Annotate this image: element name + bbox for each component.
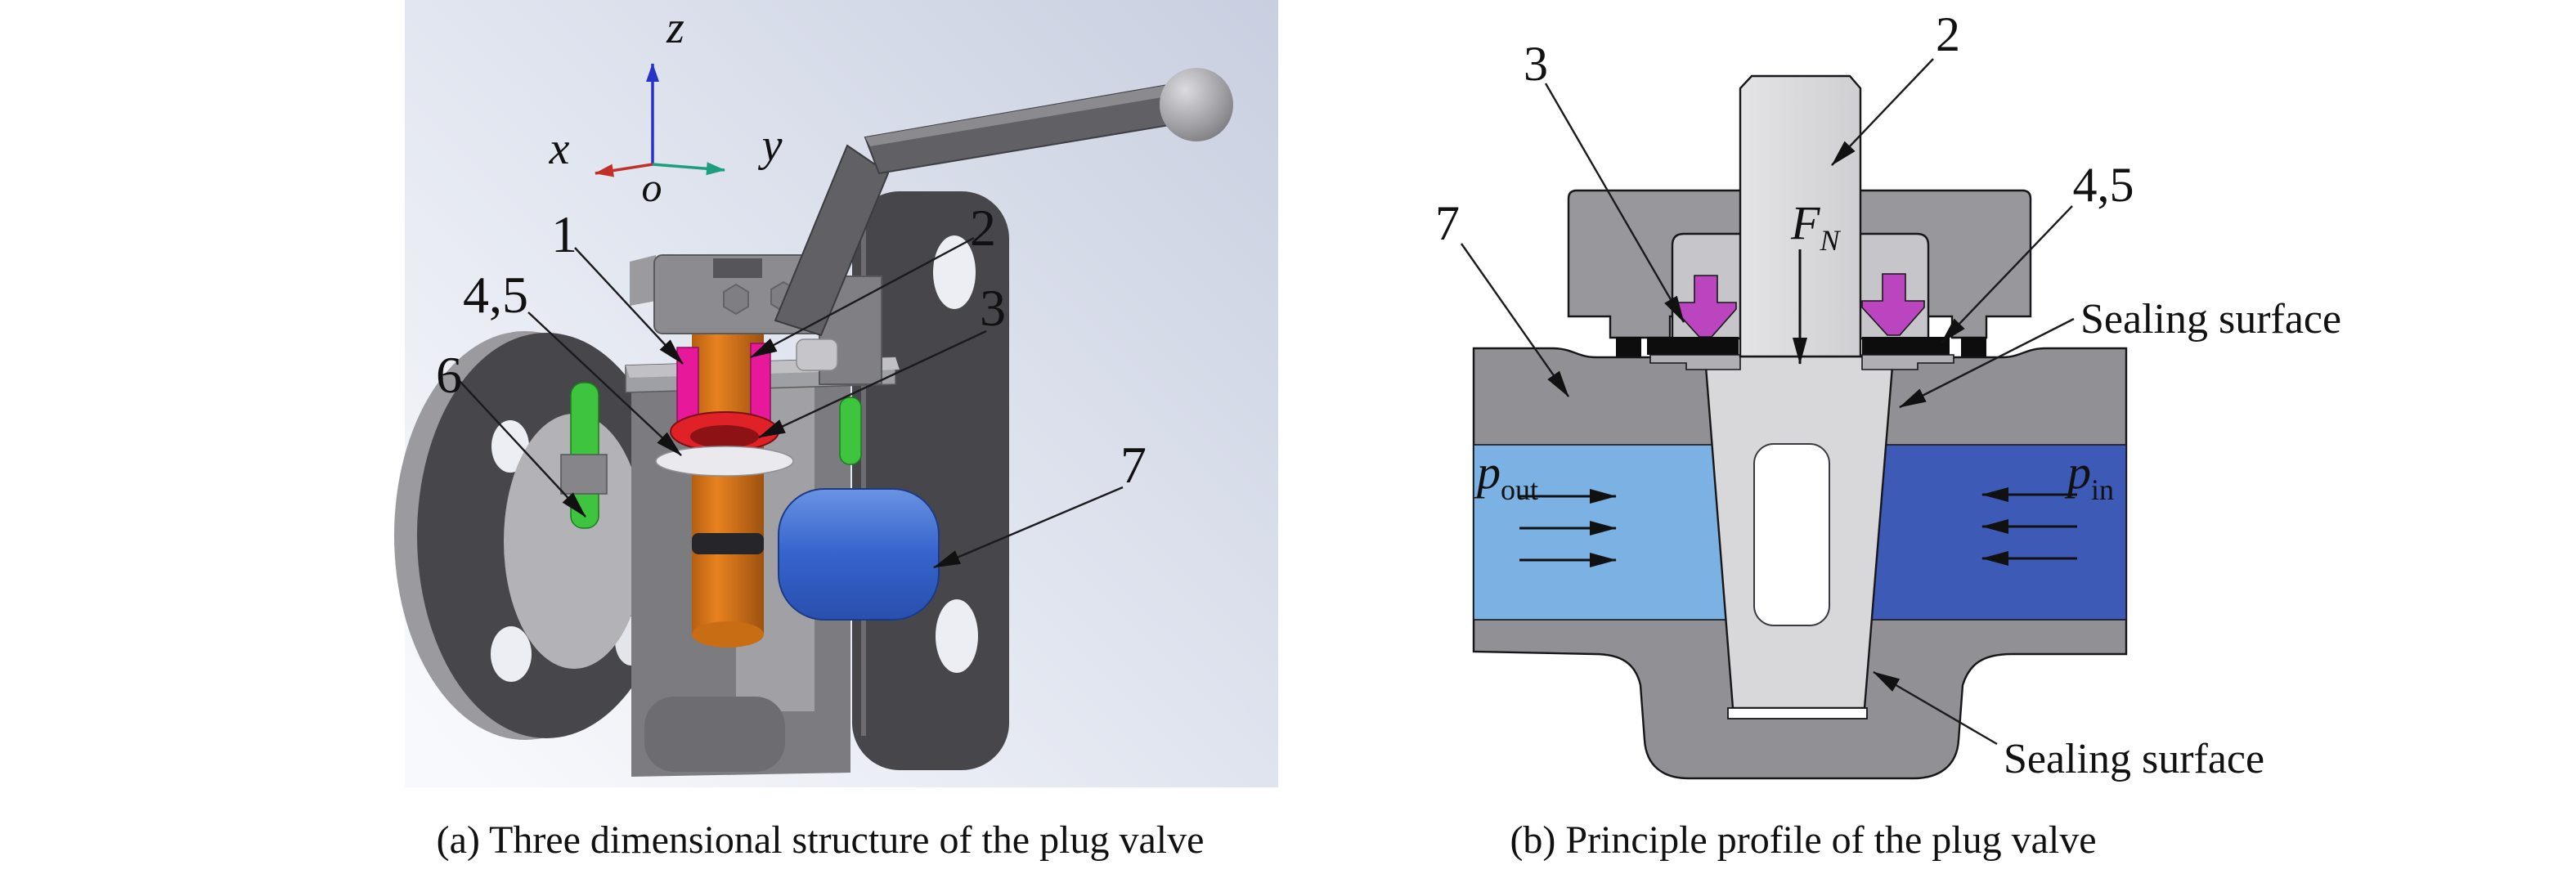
force-symbol: F (1790, 196, 1820, 249)
label-packing-3: 3 (1524, 37, 1548, 91)
label-stem-2: 2 (1936, 7, 1960, 61)
bracket-hex-bolt-left (723, 283, 749, 316)
packing-wedge-right (1861, 273, 1925, 336)
handle-arm (774, 144, 890, 337)
leader-3 (758, 329, 987, 439)
handle-shaft-highlight (865, 85, 1172, 146)
part-label-3: 3 (980, 279, 1006, 337)
leader-seal-rings (1941, 205, 2073, 343)
left-flange-bolt-hole-top (491, 420, 529, 473)
coordinate-axes: z x y o (549, 2, 783, 210)
right-flange-bolt-hole-bottom (936, 599, 978, 673)
label-seal-4-5: 4,5 (2073, 158, 2134, 212)
leader-7 (933, 486, 1124, 569)
pressure-out-subscript: out (1501, 473, 1538, 506)
label-body-7: 7 (1435, 196, 1460, 250)
left-flange-hub (504, 414, 644, 669)
flow-bore-blue (778, 488, 940, 621)
bolt-green-right (839, 397, 862, 465)
y-axis-label: y (758, 120, 783, 171)
left-figure: z x y o 1 2 3 4,5 6 7 (a) Three dimensio… (394, 0, 1278, 862)
support-pin-silver (796, 338, 838, 371)
pressure-in-label: pin (2064, 446, 2114, 506)
leader-stem (1831, 58, 1934, 166)
leader-4-5 (527, 312, 682, 456)
seal-block-outer-left (1616, 337, 1641, 356)
packing-pink-left (676, 347, 699, 427)
stem-section (1739, 74, 1862, 358)
valve-3d (394, 68, 1233, 777)
pressure-in-symbol: p (2064, 446, 2091, 499)
x-axis-label: x (549, 123, 570, 174)
part-label-1: 1 (551, 205, 577, 263)
left-annotations: 1 2 3 4,5 6 7 (436, 199, 1147, 569)
bracket-left-tab (630, 255, 656, 306)
plug-bottom-cap (692, 621, 764, 648)
handle-ball (1160, 68, 1233, 141)
sealing-surface-upper-label: Sealing surface (2080, 296, 2341, 343)
gland-ring-inner-shadow (690, 425, 759, 448)
right-annotations: FN 2 3 4,5 7 Sealing surface Sealing sur… (1435, 7, 2341, 782)
body-lug-arm (560, 454, 608, 495)
part-label-7: 7 (1120, 436, 1147, 494)
leader-1 (574, 247, 684, 365)
leader-packing (1544, 83, 1685, 323)
seal-strip-right (1862, 337, 1950, 355)
plug-port-window (1753, 443, 1830, 626)
z-axis-label: z (666, 2, 684, 53)
y-axis-arrow (652, 162, 725, 176)
part-label-6: 6 (436, 346, 462, 404)
origin-label: o (642, 164, 662, 210)
bracket-square-hole (713, 258, 762, 278)
pressure-out-symbol: p (1474, 446, 1501, 499)
valve-section (1472, 74, 2128, 780)
part-label-2: 2 (970, 199, 996, 257)
seal-block-outer-right (1961, 337, 1986, 356)
right-figure: FN 2 3 4,5 7 Sealing surface Sealing sur… (1435, 7, 2341, 862)
leader-body (1461, 243, 1569, 397)
pressure-in-subscript: in (2091, 473, 2114, 506)
part-label-4-5: 4,5 (463, 266, 528, 324)
pressure-out-label: pout (1474, 446, 1538, 506)
force-label: FN (1790, 196, 1841, 257)
left-flange-bolt-hole-bottom (491, 626, 532, 682)
caption-b: (b) Principle profile of the plug valve (1510, 818, 2096, 862)
plug-seal-groove-band (692, 533, 764, 554)
x-axis-arrow (595, 163, 653, 177)
leader-6 (459, 380, 586, 518)
force-subscript: N (1819, 224, 1841, 257)
seal-strip-left (1647, 337, 1739, 355)
caption-a: (a) Three dimensional structure of the p… (437, 818, 1205, 862)
body-bottom-hub-3d (644, 697, 785, 772)
sealing-surface-lower-label: Sealing surface (2004, 736, 2264, 782)
washer-white (655, 446, 794, 477)
plug-bottom-clearance (1727, 707, 1868, 719)
leader-2 (750, 236, 975, 359)
leader-sealing-lower (1873, 670, 1998, 746)
gland-follower-step-right (1861, 354, 1954, 370)
leader-sealing-upper (1899, 317, 2075, 409)
